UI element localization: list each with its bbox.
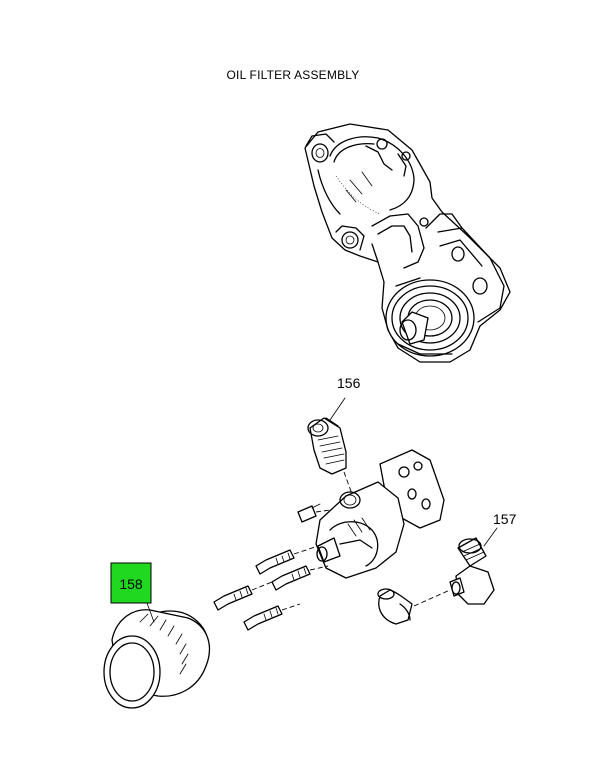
leader-line-156 <box>329 397 346 421</box>
adapter-bolts <box>213 503 321 631</box>
assembly-line-157 <box>413 589 451 607</box>
engine-block-illustration <box>304 123 511 363</box>
bolt-assembly-lines <box>251 509 331 611</box>
callout-label-156: 156 <box>337 375 361 391</box>
part-157-elbow-fitting <box>449 537 495 605</box>
part-158-oil-filter <box>103 609 211 709</box>
oil-filter-adapter-housing <box>315 449 445 579</box>
callout-label-157: 157 <box>493 511 517 527</box>
diagram-title: OIL FILTER ASSEMBLY <box>226 68 360 82</box>
callout-box-158[interactable] <box>110 562 152 604</box>
elbow-fitting <box>377 588 413 625</box>
assembly-line-156 <box>343 471 353 495</box>
part-156-fitting <box>307 417 347 475</box>
callout-label-158[interactable]: 158 <box>119 576 143 592</box>
leader-line-158 <box>146 602 155 623</box>
leader-line-157 <box>483 527 498 547</box>
